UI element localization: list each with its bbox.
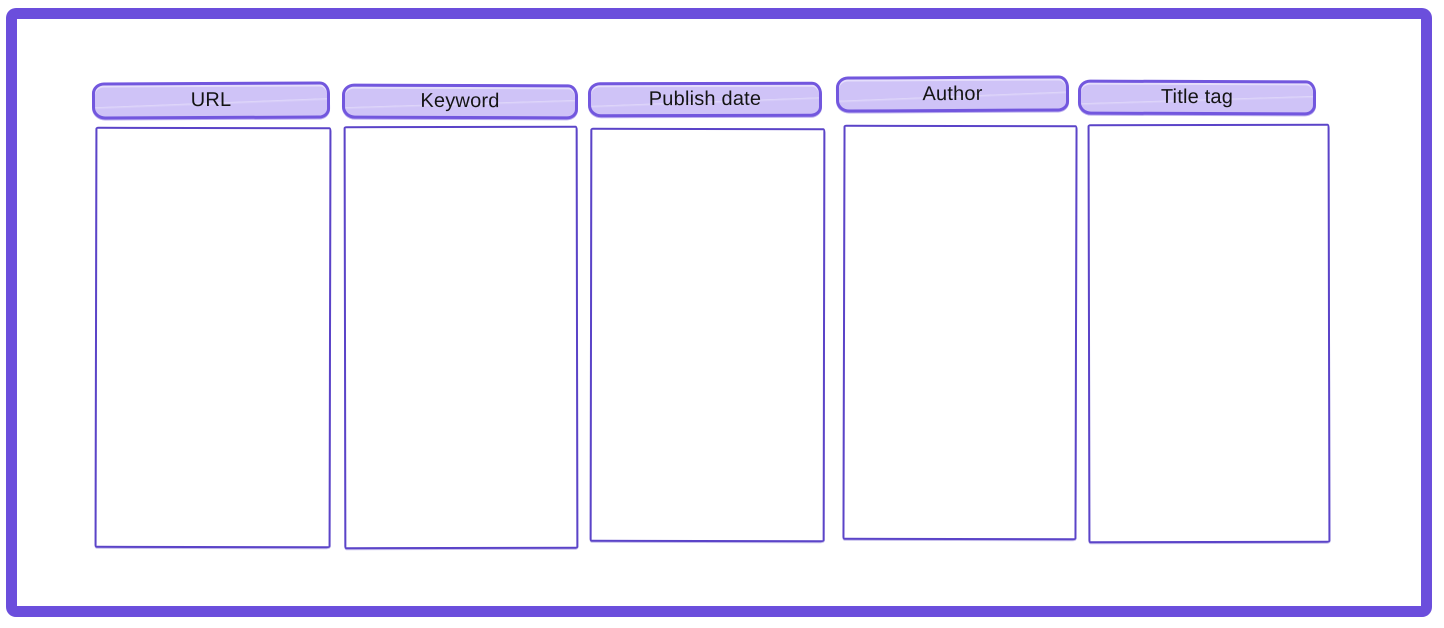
column-header-keyword-label: Keyword — [420, 89, 500, 113]
column-header-url-label: URL — [190, 88, 232, 112]
column-body-title-tag[interactable] — [1087, 123, 1331, 544]
column-body-author[interactable] — [842, 124, 1078, 541]
column-header-keyword[interactable]: Keyword — [341, 83, 579, 120]
column-body-keyword[interactable] — [343, 125, 579, 550]
column-header-author[interactable]: Author — [835, 75, 1070, 113]
column-header-author-label: Author — [922, 82, 983, 105]
column-header-title-tag-label: Title tag — [1160, 85, 1234, 109]
column-body-url[interactable] — [94, 126, 332, 549]
column-header-publish-date-label: Publish date — [648, 87, 762, 111]
column-header-url[interactable]: URL — [91, 81, 331, 120]
column-header-title-tag[interactable]: Title tag — [1077, 79, 1317, 116]
column-body-publish-date[interactable] — [589, 127, 826, 543]
column-header-publish-date[interactable]: Publish date — [587, 81, 823, 118]
